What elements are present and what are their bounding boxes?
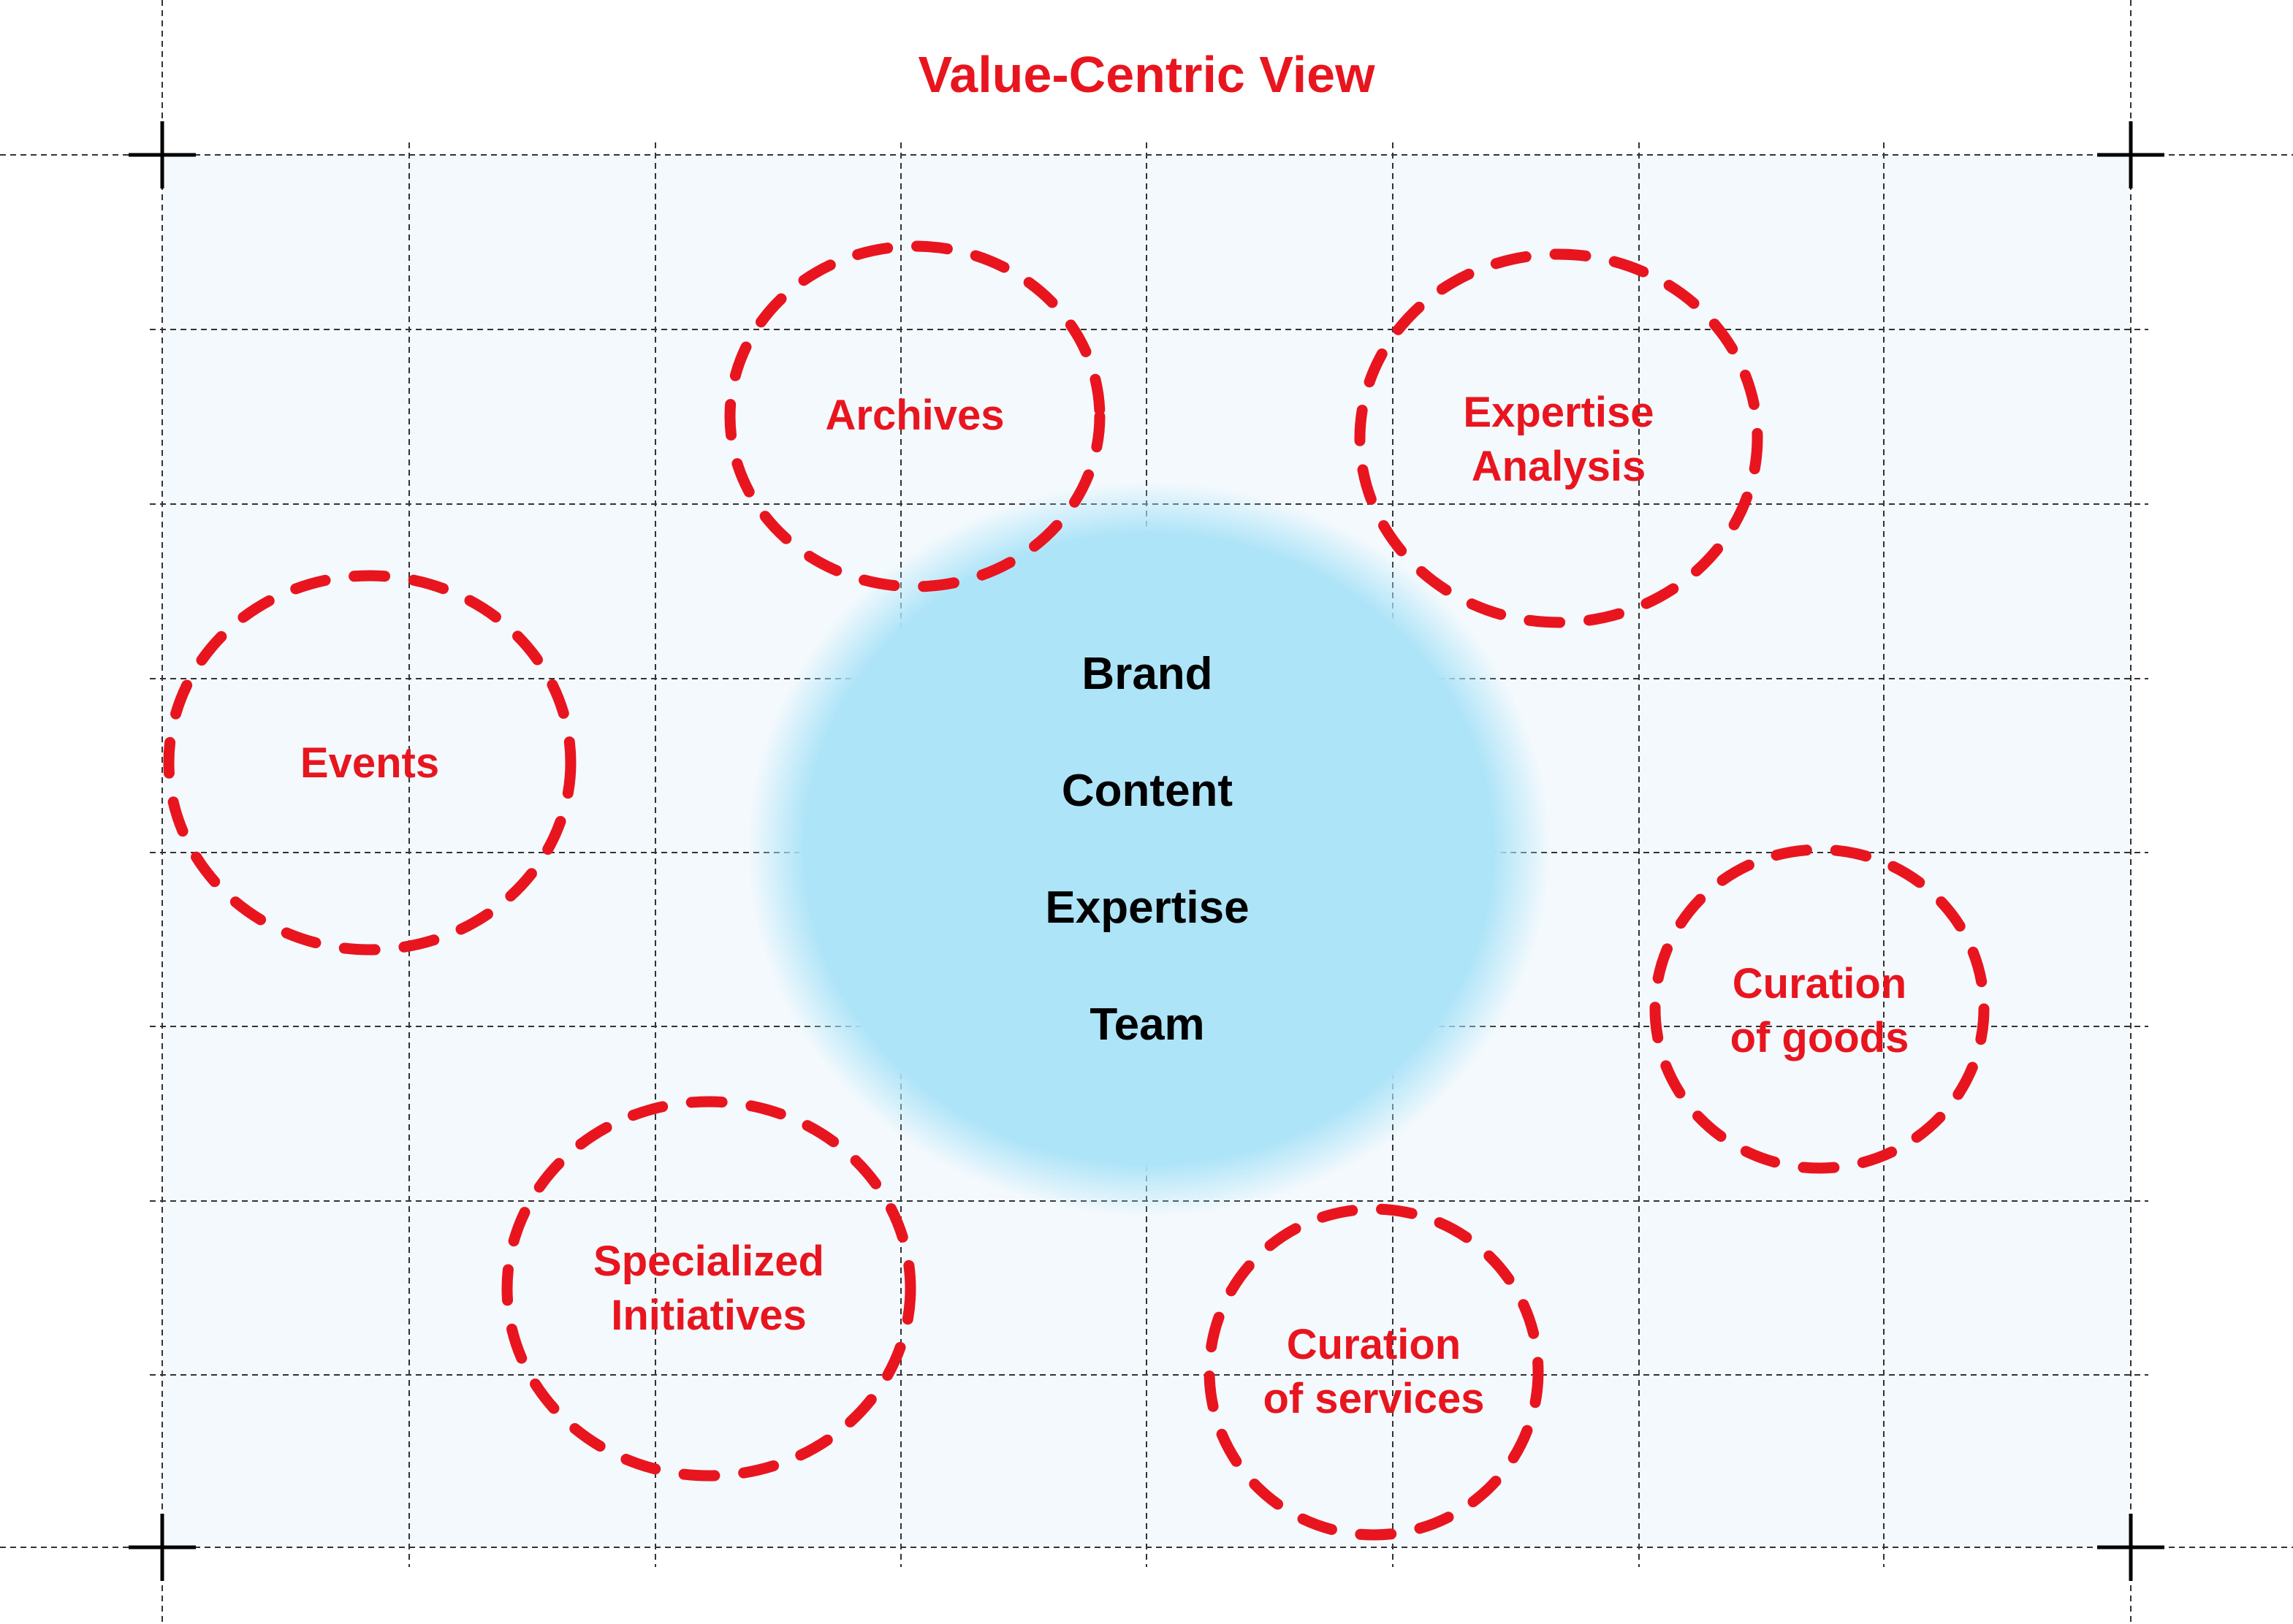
bubble-label-specialized-initiatives: Specialized Initiatives <box>593 1238 824 1339</box>
core-item-content: Content <box>1061 766 1233 816</box>
bubble-label-expertise-analysis: Expertise Analysis <box>1463 389 1654 490</box>
bubble-specialized-initiatives-ring <box>501 1096 916 1482</box>
bubble-label-curation-of-services: Curation of services <box>1263 1321 1485 1422</box>
core-circle <box>748 482 1549 1216</box>
bubble-archives-ring <box>724 240 1106 592</box>
core-item-team: Team <box>1090 999 1205 1050</box>
bubble-label-archives: Archives <box>825 392 1005 439</box>
bubble-label-events: Events <box>300 739 440 787</box>
core-item-brand: Brand <box>1081 649 1213 699</box>
page-title: Value-Centric View <box>918 46 1375 103</box>
bubble-curation-of-services-ring <box>1203 1203 1544 1541</box>
crop-marks <box>129 121 2164 1581</box>
bubble-label-curation-of-goods: Curation of goods <box>1730 960 1909 1061</box>
bubble-expertise-analysis-ring <box>1354 248 1763 628</box>
bubble-events-ring <box>163 570 577 956</box>
bubble-curation-of-goods-ring <box>1649 844 1990 1174</box>
core-item-expertise: Expertise <box>1045 882 1250 933</box>
